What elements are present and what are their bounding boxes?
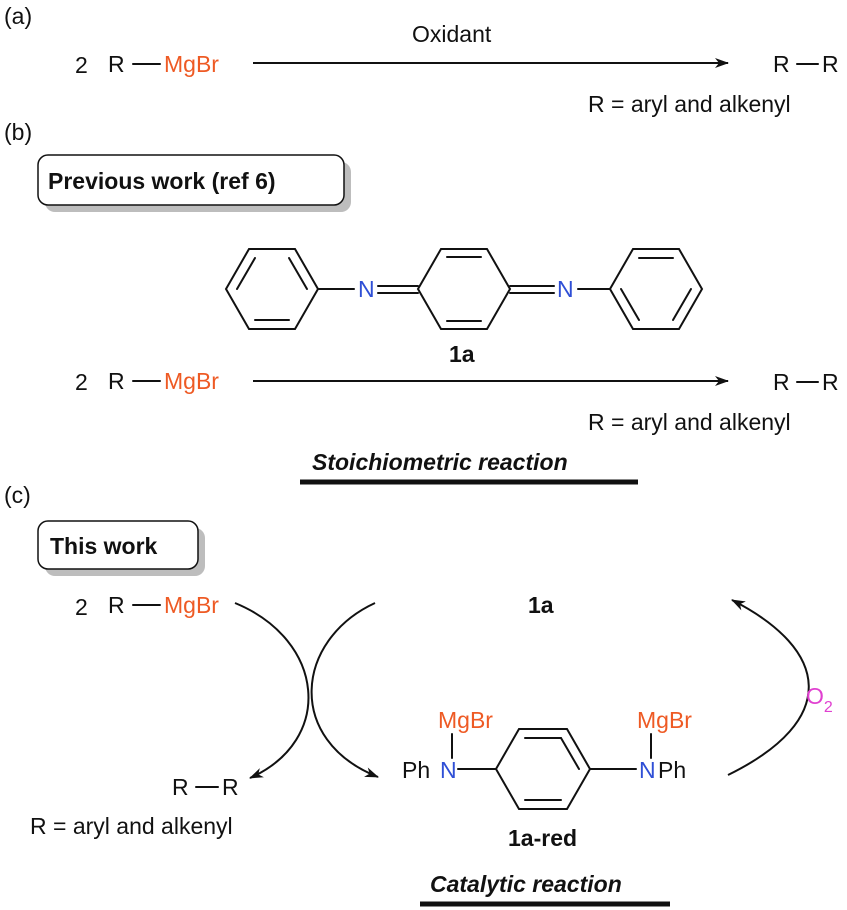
amide-n-left: N xyxy=(440,757,457,783)
double-bond-line xyxy=(620,288,640,321)
product-note-c: R = aryl and alkenyl xyxy=(30,813,233,839)
coefficient-b: 2 xyxy=(75,369,88,395)
curved-arrow-to-product xyxy=(234,602,310,779)
reagent-r-a: R xyxy=(108,51,125,77)
ph-right: Ph xyxy=(658,757,686,783)
product-r1-c: R xyxy=(172,774,189,800)
product-r2-c: R xyxy=(222,774,239,800)
curved-arrow-to-reduced xyxy=(310,602,379,778)
arrow-label-oxidant: Oxidant xyxy=(412,21,492,47)
compound-1a-red-structure: MgBr Ph N MgBr N Ph xyxy=(402,707,692,810)
double-bond-line xyxy=(672,288,692,321)
this-work-box xyxy=(37,520,199,570)
panel-a-label: (a) xyxy=(4,3,32,29)
catalytic-caption: Catalytic reaction xyxy=(430,871,622,897)
para-phenylene-ring xyxy=(494,728,592,810)
reagent-mgbr-c: MgBr xyxy=(164,592,219,618)
curved-arrow-reoxidation xyxy=(727,599,810,776)
panel-a: (a) 2 R MgBr Oxidant R R R = aryl and al… xyxy=(4,3,839,117)
oxidant-o2: O2 xyxy=(806,683,833,716)
double-bond-line xyxy=(236,257,256,290)
product-note-b: R = aryl and alkenyl xyxy=(588,409,791,435)
previous-work-box xyxy=(37,154,345,206)
oxidant-subscript: 2 xyxy=(824,699,833,716)
oxidant-symbol: O xyxy=(806,683,824,709)
reagent-mgbr-a: MgBr xyxy=(164,51,219,77)
panel-c-label: (c) xyxy=(4,482,31,508)
product-r2-b: R xyxy=(822,369,839,395)
left-phenyl-ring xyxy=(224,248,320,330)
mgbr-right: MgBr xyxy=(637,707,692,733)
quinoid-ring xyxy=(416,248,512,330)
panel-b: (b) Previous work (ref 6) N N xyxy=(4,119,839,485)
amide-n-right: N xyxy=(639,757,656,783)
panel-c: (c) This work 2 R MgBr 1a O2 R R R = ary… xyxy=(4,482,833,907)
coefficient-c: 2 xyxy=(75,594,88,620)
double-bond-line xyxy=(288,257,308,290)
reagent-r-b: R xyxy=(108,368,125,394)
product-r1-b: R xyxy=(773,369,790,395)
ph-left: Ph xyxy=(402,757,430,783)
product-r2-a: R xyxy=(822,51,839,77)
product-r1-a: R xyxy=(773,51,790,77)
imine-n-left: N xyxy=(358,276,375,302)
right-phenyl-ring xyxy=(608,248,704,330)
double-bond-line xyxy=(560,737,580,770)
panel-b-label: (b) xyxy=(4,119,32,145)
reagent-mgbr-b: MgBr xyxy=(164,368,219,394)
product-note-a: R = aryl and alkenyl xyxy=(588,91,791,117)
coefficient-a: 2 xyxy=(75,52,88,78)
mgbr-left: MgBr xyxy=(438,707,493,733)
reagent-r-c: R xyxy=(108,592,125,618)
reduced-label-1a-red: 1a-red xyxy=(508,825,577,851)
compound-label-1a: 1a xyxy=(449,341,475,367)
previous-work-label: Previous work (ref 6) xyxy=(48,168,276,194)
compound-1a-structure: N N xyxy=(224,248,704,330)
this-work-label: This work xyxy=(50,533,158,559)
catalyst-label-1a: 1a xyxy=(528,592,554,618)
imine-n-right: N xyxy=(557,276,574,302)
stoichiometric-caption: Stoichiometric reaction xyxy=(312,449,568,475)
